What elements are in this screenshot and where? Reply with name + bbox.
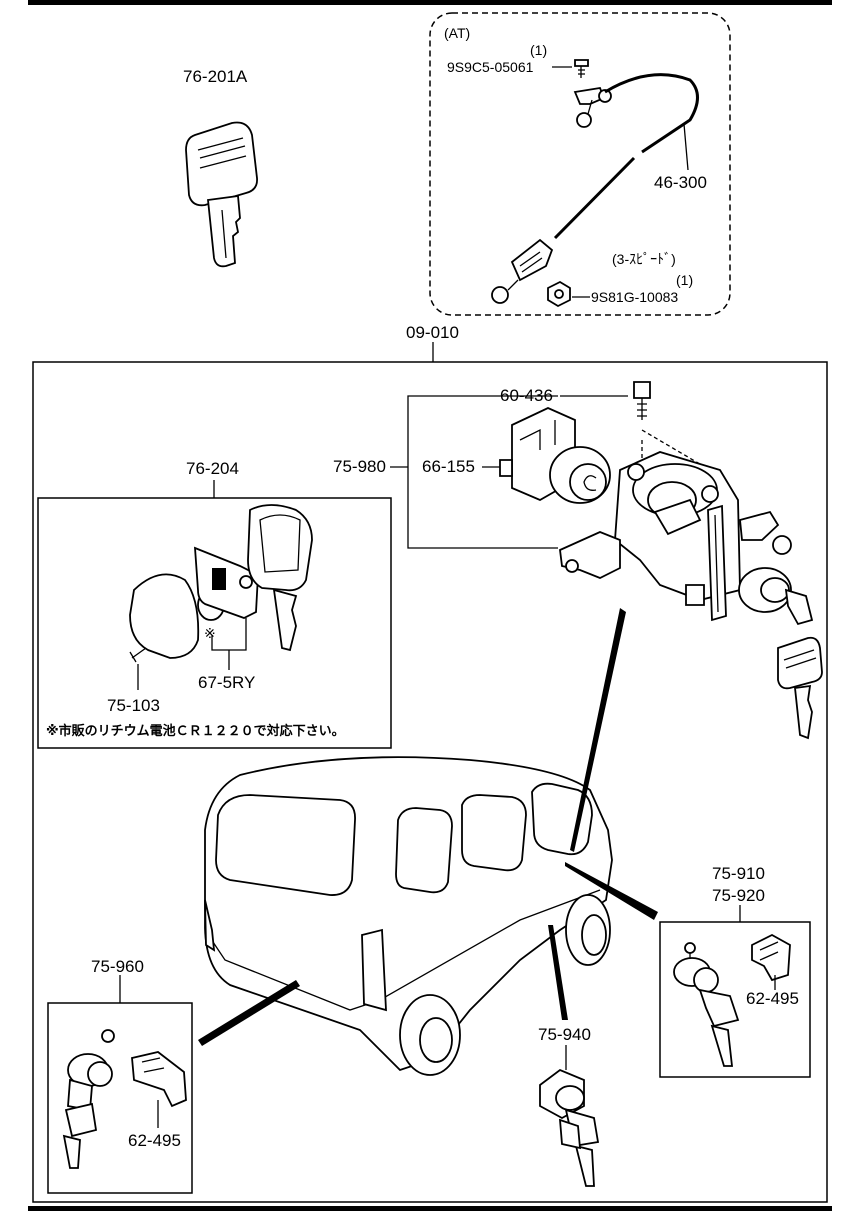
pointer-door <box>565 862 658 920</box>
steering-lock-drawing <box>499 381 823 740</box>
shift-lock-cable-drawing <box>491 59 699 308</box>
pointer-fuel <box>548 925 568 1020</box>
battery-note: ※市販のリチウム電池ＣＲ１２２０で対応下さい。 <box>46 723 345 739</box>
label-remote-screw: 75-103 <box>107 696 160 715</box>
van-drawing <box>204 756 613 1076</box>
remote-key-box <box>37 497 392 749</box>
pointer-rear <box>198 980 300 1046</box>
label-at: (AT) <box>444 25 470 41</box>
label-qty-screw: (1) <box>530 42 547 58</box>
lock-set-frame <box>32 361 828 1203</box>
pointer-steering <box>570 608 626 852</box>
label-door-cyl-1: 75-910 <box>712 864 765 883</box>
key-blank-drawing <box>185 121 258 268</box>
label-three-speed: (3-ｽﾋﾟｰﾄﾞ) <box>612 251 676 267</box>
bottom-rule <box>28 1206 832 1211</box>
label-lock-set: 09-010 <box>406 323 459 342</box>
at-option-box <box>429 12 731 316</box>
label-clip-right: 62-495 <box>746 989 799 1008</box>
door-cylinder-box <box>659 921 811 1078</box>
remote-key-drawing <box>129 504 313 690</box>
label-bolt: 60-436 <box>500 386 553 405</box>
door-cylinder-drawing <box>673 933 791 1067</box>
label-nut: 9S81G-10083 <box>591 289 678 305</box>
label-key-blank: 76-201A <box>183 67 248 86</box>
label-qty-nut: (1) <box>676 272 693 288</box>
battery-mark: ※ <box>204 625 216 641</box>
top-rule <box>28 0 832 5</box>
label-steering-lock: 75-980 <box>333 457 386 476</box>
label-cable: 46-300 <box>654 173 707 192</box>
label-clip-left: 62-495 <box>128 1131 181 1150</box>
fuel-cylinder-drawing <box>539 1068 600 1187</box>
rear-cylinder-box <box>47 1002 193 1194</box>
label-remote-case: 67-5RY <box>198 673 255 692</box>
rear-cylinder-drawing <box>62 1029 187 1169</box>
label-remote-key: 76-204 <box>186 459 239 478</box>
label-rear-cyl: 75-960 <box>91 957 144 976</box>
label-switch: 66-155 <box>422 457 475 476</box>
label-fuel-cyl: 75-940 <box>538 1025 591 1044</box>
label-screw: 9S9C5-05061 <box>447 59 534 75</box>
label-door-cyl-2: 75-920 <box>712 886 765 905</box>
